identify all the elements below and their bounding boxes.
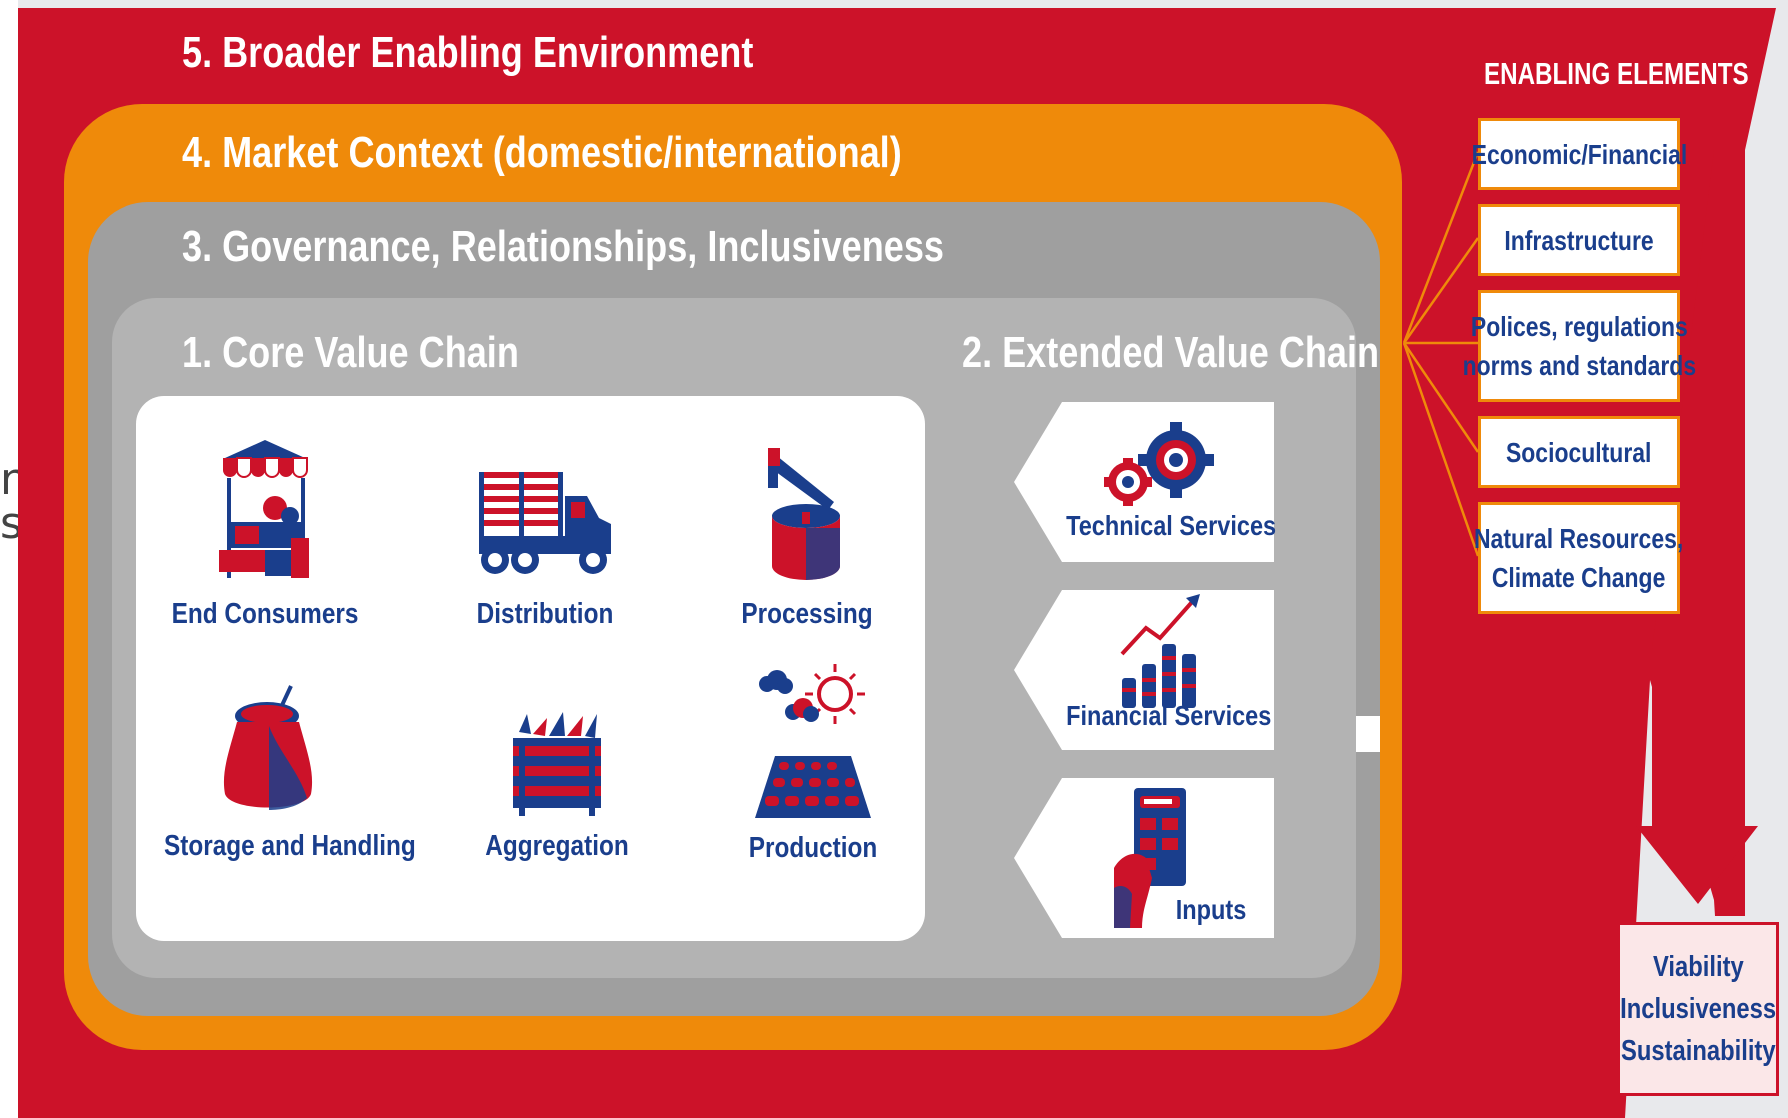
extended-item-label: Financial Services: [1066, 700, 1272, 731]
layer-3-title: 3. Governance, Relationships, Inclusiven…: [182, 222, 944, 271]
enabling-item-label: Polices, regulations norms and standards: [1462, 311, 1696, 381]
farm-field-icon: [755, 664, 871, 818]
core-item-aggregation: Aggregation: [432, 708, 682, 863]
enabling-item-policies: Polices, regulations norms and standards: [1462, 290, 1696, 402]
extended-item-label: Technical Services: [1066, 510, 1277, 541]
outcome-sustainability: Sustainability: [1620, 1035, 1776, 1067]
outcomes-box: Viability Inclusiveness Sustainability: [1617, 922, 1779, 1096]
enabling-item-economic: Economic/Financial: [1471, 118, 1687, 190]
layer-4-title: 4. Market Context (domestic/internationa…: [182, 128, 902, 177]
core-item-end-consumers: End Consumers: [140, 438, 390, 631]
extended-item-label: Inputs: [1175, 894, 1247, 925]
produce-crate-icon: [513, 712, 601, 816]
gears-icon: [1104, 422, 1214, 506]
core-item-label: End Consumers: [171, 598, 359, 630]
enabling-item-label: Economic/Financial: [1471, 138, 1687, 170]
core-item-label: Storage and Handling: [164, 830, 416, 862]
outcome-inclusiveness: Inclusiveness: [1620, 993, 1776, 1025]
core-item-label: Production: [748, 832, 878, 864]
extended-item-inputs: Inputs: [1014, 778, 1274, 938]
core-item-processing: Processing: [682, 442, 932, 631]
layer-5-title: 5. Broader Enabling Environment: [182, 28, 754, 77]
core-item-production: Production: [688, 660, 938, 865]
down-arrow: [1636, 150, 1758, 904]
grain-sack-icon: [223, 685, 313, 810]
outcome-viability: Viability: [1652, 951, 1744, 983]
core-item-label: Processing: [741, 598, 873, 630]
enabling-item-label: Infrastructure: [1504, 224, 1654, 256]
layer-2-title: 2. Extended Value Chain: [962, 328, 1380, 377]
enabling-elements-title: ENABLING ELEMENTS: [1484, 56, 1749, 91]
enabling-item-natural-resources: Natural Resources, Climate Change: [1474, 502, 1684, 614]
enabling-item-sociocultural: Sociocultural: [1478, 416, 1680, 488]
enabling-item-label: Sociocultural: [1506, 436, 1652, 468]
growth-chart-icon: [1120, 594, 1200, 708]
panel-tab: [1356, 716, 1380, 752]
market-stall-icon: [219, 440, 309, 578]
truck-icon: [479, 472, 611, 574]
extended-item-financial-services: Financial Services: [1014, 590, 1274, 750]
core-item-label: Aggregation: [485, 830, 629, 862]
core-item-distribution: Distribution: [420, 466, 670, 631]
core-item-label: Distribution: [476, 598, 614, 630]
layer-1-title: 1. Core Value Chain: [182, 328, 519, 377]
phone-in-hand-icon: [1114, 788, 1186, 928]
left-margin: [0, 0, 18, 1118]
enabling-item-infrastructure: Infrastructure: [1478, 204, 1680, 276]
enabling-item-label: Natural Resources, Climate Change: [1474, 523, 1684, 593]
core-item-storage: Storage and Handling: [144, 682, 416, 863]
extended-item-technical-services: Technical Services: [1014, 402, 1277, 562]
processing-tank-icon: [768, 448, 840, 580]
enabling-connectors: [1402, 151, 1480, 557]
